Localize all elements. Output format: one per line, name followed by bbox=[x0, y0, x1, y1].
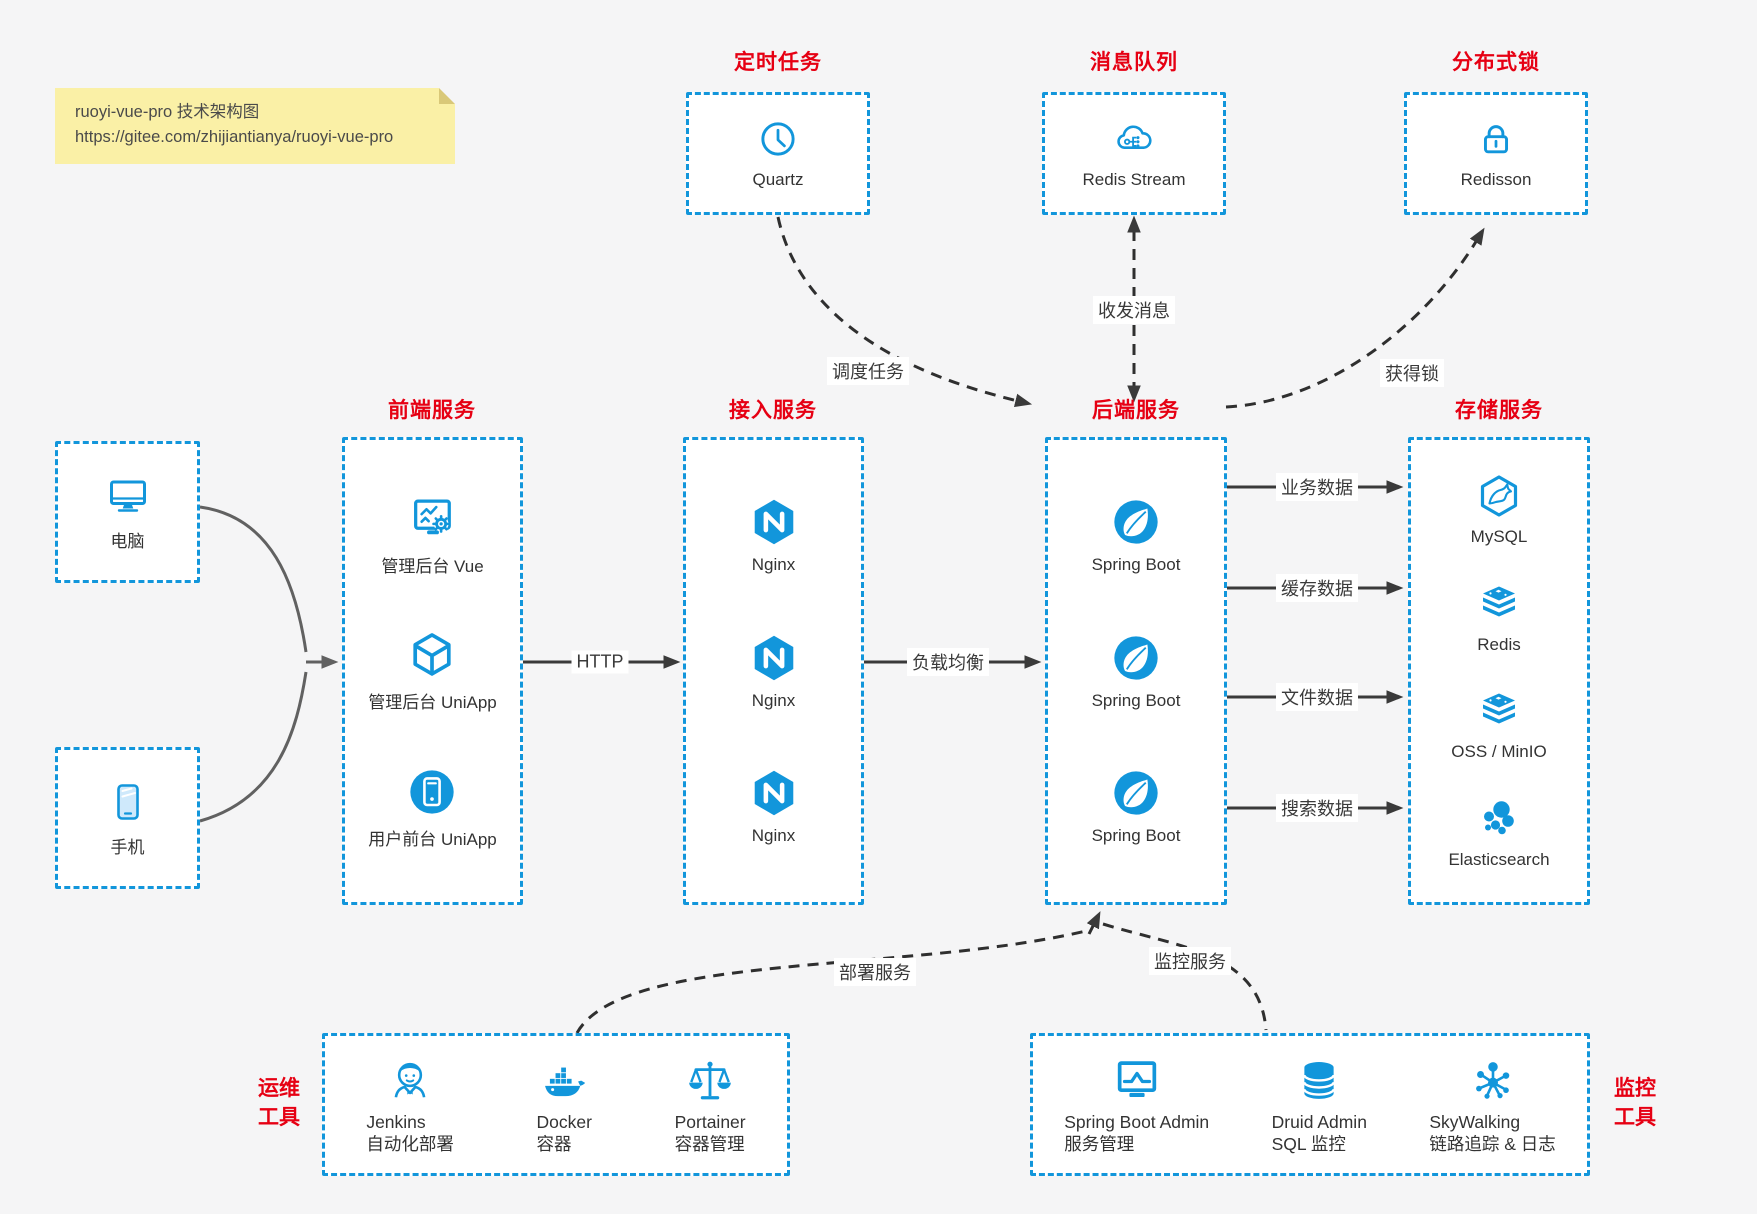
monitor-tools-title: 监控 工具 bbox=[1614, 1077, 1656, 1129]
spring-boot-node: Spring Boot bbox=[1092, 496, 1180, 575]
nginx-node: Nginx bbox=[748, 767, 800, 846]
oss-minio-icon bbox=[1475, 687, 1523, 735]
redis-stream-cloud-icon bbox=[1112, 117, 1156, 161]
node-label: 手机 bbox=[110, 838, 145, 857]
ops-tools-box: Jenkins 自动化部署 Docker 容器 Portainer 容器管理 bbox=[322, 1033, 790, 1176]
column-title-frontend: 前端服务 bbox=[388, 399, 476, 422]
oss-minio-node: OSS / MinIO bbox=[1451, 687, 1547, 762]
group-title-scheduled-tasks: 定时任务 bbox=[734, 51, 822, 74]
elasticsearch-node: Elasticsearch bbox=[1448, 795, 1550, 870]
redisson-node: Redisson bbox=[1404, 92, 1588, 215]
skywalking-icon bbox=[1467, 1055, 1519, 1107]
group-title-message-queue: 消息队列 bbox=[1090, 51, 1178, 74]
node-label: Redisson bbox=[1460, 170, 1532, 189]
ops-tools-title: 运维 工具 bbox=[258, 1077, 300, 1129]
edge-label-send-receive-message: 收发消息 bbox=[1093, 296, 1175, 324]
edge-deploy-service bbox=[575, 929, 1087, 1034]
nginx-icon bbox=[748, 632, 800, 684]
edge-schedule-task bbox=[776, 216, 1033, 408]
portainer-icon bbox=[684, 1055, 736, 1107]
admin-uniapp-node: 管理后台 UniApp bbox=[368, 629, 497, 713]
computer-client-node: 电脑 bbox=[55, 441, 200, 583]
nginx-icon bbox=[748, 496, 800, 548]
nginx-icon bbox=[748, 767, 800, 819]
node-label: Quartz bbox=[752, 170, 804, 189]
column-title-gateway: 接入服务 bbox=[729, 399, 817, 422]
spring-boot-node: Spring Boot bbox=[1092, 632, 1180, 711]
redis-stream-node: Redis Stream bbox=[1042, 92, 1226, 215]
user-uniapp-node: 用户前台 UniApp bbox=[368, 766, 497, 850]
edge-label-search-data: 搜索数据 bbox=[1276, 794, 1358, 822]
jenkins-icon bbox=[384, 1055, 436, 1107]
edge-label-monitor-service: 监控服务 bbox=[1149, 947, 1231, 975]
edge-label-business-data: 业务数据 bbox=[1276, 473, 1358, 501]
admin-vue-node: 管理后台 Vue bbox=[381, 493, 484, 577]
edge-label-file-data: 文件数据 bbox=[1276, 683, 1358, 711]
edge-computer-to-frontend bbox=[199, 505, 308, 653]
note-url: https://gitee.com/zhijiantianya/ruoyi-vu… bbox=[75, 128, 394, 146]
spring-boot-node: Spring Boot bbox=[1092, 767, 1180, 846]
spring-boot-icon bbox=[1110, 496, 1162, 548]
quartz-node: Quartz bbox=[686, 92, 870, 215]
edge-label-acquire-lock: 获得锁 bbox=[1380, 359, 1444, 387]
redis-node: Redis bbox=[1475, 580, 1523, 655]
nginx-node: Nginx bbox=[748, 496, 800, 575]
edge-label-load-balance: 负载均衡 bbox=[907, 648, 989, 676]
lock-icon bbox=[1474, 117, 1518, 161]
edge-label-deploy-service: 部署服务 bbox=[834, 958, 916, 986]
clock-icon bbox=[756, 117, 800, 161]
spring-boot-icon bbox=[1110, 767, 1162, 819]
frontend-services-box: 管理后台 Vue 管理后台 UniApp 用户前台 UniApp bbox=[342, 437, 523, 905]
edge-deploy-arrowhead bbox=[1086, 911, 1101, 935]
user-app-icon bbox=[406, 766, 458, 818]
edge-label-schedule-task: 调度任务 bbox=[827, 357, 909, 385]
jenkins-node: Jenkins 自动化部署 bbox=[366, 1055, 454, 1155]
mobile-icon bbox=[104, 778, 152, 826]
elasticsearch-icon bbox=[1475, 795, 1523, 843]
gateway-services-box: Nginx Nginx Nginx bbox=[683, 437, 864, 905]
node-label: 电脑 bbox=[110, 532, 145, 551]
uniapp-cube-icon bbox=[406, 629, 458, 681]
note-title: ruoyi-vue-pro 技术架构图 bbox=[75, 103, 260, 121]
storage-services-box: MySQL Redis OSS / MinIO Elasticsearch bbox=[1408, 437, 1590, 905]
docker-node: Docker 容器 bbox=[537, 1055, 592, 1155]
spring-boot-admin-node: Spring Boot Admin 服务管理 bbox=[1064, 1055, 1209, 1155]
druid-icon bbox=[1293, 1055, 1345, 1107]
mysql-node: MySQL bbox=[1471, 472, 1527, 547]
node-label: Redis Stream bbox=[1082, 170, 1186, 189]
column-title-storage: 存储服务 bbox=[1455, 399, 1543, 422]
admin-vue-icon bbox=[407, 493, 459, 545]
edge-acquire-lock bbox=[1225, 227, 1485, 409]
column-title-backend: 后端服务 bbox=[1092, 399, 1180, 422]
skywalking-node: SkyWalking 链路追踪 & 日志 bbox=[1429, 1055, 1556, 1155]
monitor-tools-box: Spring Boot Admin 服务管理 Druid Admin SQL 监… bbox=[1030, 1033, 1590, 1176]
spring-boot-admin-icon bbox=[1111, 1055, 1163, 1107]
spring-boot-icon bbox=[1110, 632, 1162, 684]
edge-label-cache-data: 缓存数据 bbox=[1276, 574, 1358, 602]
docker-icon bbox=[538, 1055, 590, 1107]
edge-monitor-service bbox=[1102, 922, 1268, 1031]
phone-client-node: 手机 bbox=[55, 747, 200, 889]
sticky-note: ruoyi-vue-pro 技术架构图 https://gitee.com/zh… bbox=[55, 88, 455, 164]
druid-admin-node: Druid Admin SQL 监控 bbox=[1272, 1055, 1367, 1155]
note-corner-fold bbox=[439, 88, 455, 104]
mysql-icon bbox=[1475, 472, 1523, 520]
redis-icon bbox=[1475, 580, 1523, 628]
edge-label-http: HTTP bbox=[571, 650, 629, 674]
nginx-node: Nginx bbox=[748, 632, 800, 711]
desktop-icon bbox=[104, 472, 152, 520]
group-title-distributed-lock: 分布式锁 bbox=[1452, 51, 1540, 74]
backend-services-box: Spring Boot Spring Boot Spring Boot bbox=[1045, 437, 1227, 905]
edge-phone-to-frontend bbox=[199, 671, 308, 823]
portainer-node: Portainer 容器管理 bbox=[675, 1055, 746, 1155]
